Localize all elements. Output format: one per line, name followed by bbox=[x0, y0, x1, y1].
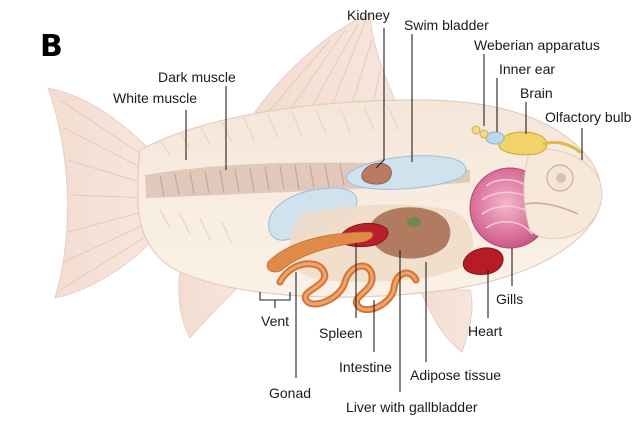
label-kidney: Kidney bbox=[347, 7, 390, 23]
label-inner-ear: Inner ear bbox=[499, 61, 555, 77]
brain bbox=[499, 132, 547, 155]
label-brain: Brain bbox=[520, 85, 553, 101]
label-intestine: Intestine bbox=[339, 359, 392, 375]
label-gonad: Gonad bbox=[269, 385, 311, 401]
eye-pupil bbox=[556, 173, 566, 183]
inner-ear bbox=[486, 132, 504, 144]
label-weberian-apparatus: Weberian apparatus bbox=[474, 37, 600, 53]
label-swim-bladder: Swim bladder bbox=[404, 17, 489, 33]
panel-letter: B bbox=[40, 29, 63, 64]
pelvic-fin bbox=[420, 290, 472, 352]
label-heart: Heart bbox=[468, 323, 502, 339]
caudal-fin bbox=[48, 88, 152, 298]
label-gills: Gills bbox=[496, 291, 523, 307]
label-adipose-tissue: Adipose tissue bbox=[410, 367, 501, 383]
label-spleen: Spleen bbox=[319, 325, 363, 341]
label-dark-muscle: Dark muscle bbox=[158, 69, 236, 85]
label-white-muscle: White muscle bbox=[113, 90, 197, 106]
dorsal-fin bbox=[255, 14, 400, 112]
label-liver-with-gallbladder: Liver with gallbladder bbox=[346, 399, 478, 415]
label-olfactory-bulb: Olfactory bulb bbox=[545, 109, 632, 125]
gallbladder bbox=[407, 217, 421, 227]
label-vent: Vent bbox=[261, 313, 289, 329]
